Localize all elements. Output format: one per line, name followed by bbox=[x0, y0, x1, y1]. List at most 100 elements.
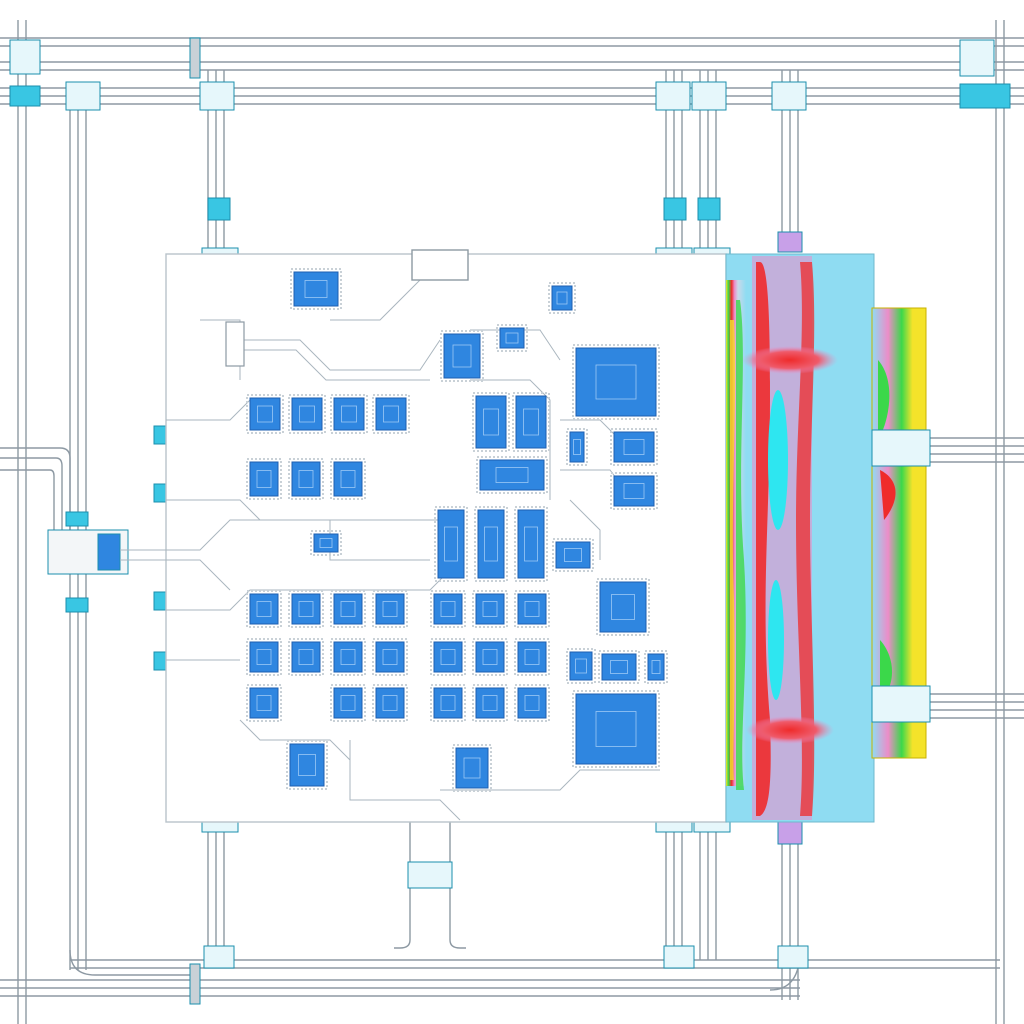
chip-pins bbox=[566, 648, 596, 684]
chip-body bbox=[249, 641, 279, 673]
chip-die bbox=[595, 364, 637, 400]
chip-die bbox=[298, 754, 316, 776]
chip-die bbox=[483, 408, 499, 436]
chip-body bbox=[475, 593, 505, 625]
chip-die bbox=[495, 467, 529, 483]
chip-icon bbox=[290, 268, 342, 310]
chip-die bbox=[382, 649, 398, 665]
pipe-fitting-icon bbox=[65, 81, 101, 111]
chip-icon bbox=[472, 638, 508, 676]
chip-icon bbox=[596, 578, 650, 636]
thermal-cool-core bbox=[768, 390, 788, 530]
pipe-fitting-icon bbox=[9, 85, 41, 107]
chip-die bbox=[463, 757, 481, 779]
chip-pins bbox=[372, 684, 408, 722]
chip-body bbox=[569, 431, 585, 463]
chip-pins bbox=[246, 458, 282, 500]
chip-body bbox=[613, 431, 655, 463]
connector-icon bbox=[225, 321, 245, 367]
chip-icon bbox=[434, 506, 468, 582]
chip-pins bbox=[548, 282, 576, 314]
chip-icon bbox=[372, 684, 408, 722]
chip-pins bbox=[288, 590, 324, 628]
chip-icon bbox=[288, 638, 324, 676]
pipe-fitting-icon bbox=[199, 81, 235, 111]
chip-icon bbox=[330, 684, 366, 722]
pipe-fitting-icon bbox=[65, 511, 89, 527]
chip-die bbox=[482, 695, 498, 711]
chip-body bbox=[291, 461, 321, 497]
pipe-fitting-icon bbox=[9, 39, 41, 75]
chip-die bbox=[304, 280, 328, 298]
chip-body bbox=[375, 397, 407, 431]
chip-body bbox=[647, 653, 665, 681]
chip-icon bbox=[330, 458, 366, 500]
chip-body bbox=[375, 641, 405, 673]
thermal-hot-streak bbox=[796, 262, 815, 816]
chip-icon bbox=[310, 530, 342, 556]
pipe-fitting-icon bbox=[771, 81, 807, 111]
chip-icon bbox=[430, 590, 466, 628]
chip-icon bbox=[572, 690, 660, 768]
chip-die bbox=[340, 695, 356, 711]
chip-pins bbox=[474, 506, 508, 582]
chip-icon bbox=[472, 684, 508, 722]
chip-body bbox=[613, 475, 655, 507]
chip-icon bbox=[552, 538, 594, 572]
chip-body bbox=[515, 395, 547, 449]
chip-icon bbox=[246, 684, 282, 722]
chip-icon bbox=[452, 744, 492, 792]
chip-pins bbox=[310, 530, 342, 556]
chip-pins bbox=[514, 638, 550, 676]
pipe-fitting-icon bbox=[655, 81, 691, 111]
chip-icon bbox=[372, 638, 408, 676]
chip-body bbox=[575, 693, 657, 765]
chip-die bbox=[256, 649, 272, 665]
chip-pins bbox=[330, 638, 366, 676]
chip-body bbox=[475, 687, 505, 719]
chip-pins bbox=[290, 268, 342, 310]
chip-icon bbox=[566, 428, 588, 466]
chip-die bbox=[482, 649, 498, 665]
chip-body bbox=[293, 271, 339, 307]
thermal-edge-green bbox=[736, 300, 746, 790]
pipe-fitting-icon bbox=[97, 533, 121, 571]
chip-body bbox=[599, 581, 647, 633]
chip-icon bbox=[572, 344, 660, 420]
pipe-fitting-icon bbox=[153, 651, 167, 671]
chip-pins bbox=[246, 394, 284, 434]
chip-body bbox=[333, 397, 365, 431]
chip-die bbox=[524, 649, 540, 665]
chip-body bbox=[443, 333, 481, 379]
board-traces bbox=[120, 279, 660, 821]
chip-pins bbox=[610, 472, 658, 510]
chip-pins bbox=[372, 590, 408, 628]
chip-body bbox=[249, 687, 279, 719]
chip-pins bbox=[288, 638, 324, 676]
chip-icon bbox=[610, 472, 658, 510]
chip-pins bbox=[330, 684, 366, 722]
chip-pins bbox=[372, 394, 410, 434]
chip-die bbox=[341, 405, 357, 423]
chip-body bbox=[475, 395, 507, 449]
pipe-fitting-icon bbox=[691, 81, 727, 111]
thermal-manifold-green bbox=[880, 640, 893, 700]
chip-icon bbox=[246, 590, 282, 628]
chip-body bbox=[433, 593, 463, 625]
chip-body bbox=[249, 461, 279, 497]
chip-die bbox=[340, 649, 356, 665]
chip-icon bbox=[598, 650, 640, 684]
chip-pins bbox=[430, 684, 466, 722]
chip-icon bbox=[610, 428, 658, 466]
chip-die bbox=[383, 405, 399, 423]
chip-die bbox=[524, 601, 540, 617]
pipe-fitting-icon bbox=[871, 685, 931, 723]
chip-pins bbox=[572, 690, 660, 768]
chip-die bbox=[505, 332, 519, 344]
thermal-manifold-green bbox=[878, 360, 890, 440]
chip-body bbox=[375, 687, 405, 719]
chip-pins bbox=[430, 638, 466, 676]
chip-pins bbox=[472, 590, 508, 628]
chip-die bbox=[610, 660, 628, 674]
